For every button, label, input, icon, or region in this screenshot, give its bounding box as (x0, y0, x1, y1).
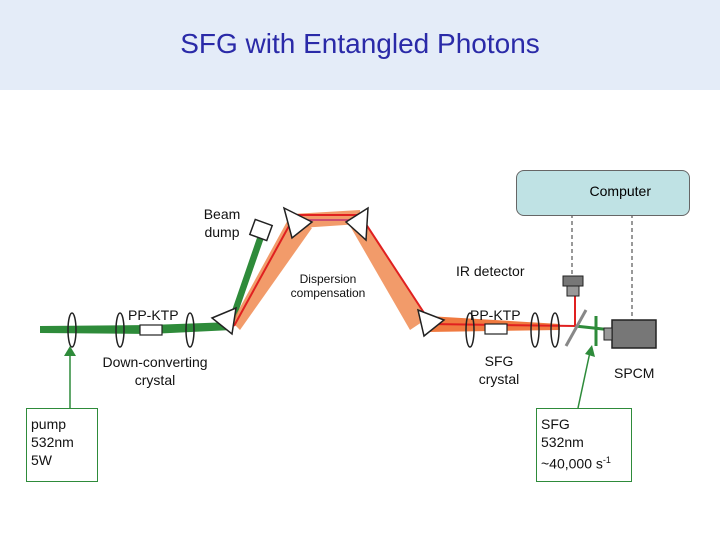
sfg-arrow-head (585, 345, 595, 357)
lens-sfg-1 (465, 312, 475, 348)
lens-pump-2 (115, 312, 125, 348)
ir-detector (562, 275, 584, 287)
page-title: SFG with Entangled Photons (180, 28, 540, 59)
dispersion-label: Dispersion compensation (290, 272, 366, 300)
lens-pump-1 (67, 312, 77, 348)
lens-pump-3 (185, 312, 195, 348)
prism-right-bottom (416, 308, 446, 338)
sfg-info-box: SFG 532nm ~40,000 s-1 (536, 408, 632, 482)
lens-sfg-2 (530, 312, 540, 348)
ppktp-right-label: PP-KTP (470, 307, 521, 323)
lens-sfg-3 (550, 312, 560, 348)
sfg-rate: ~40,000 s-1 (541, 455, 611, 472)
beam-dump (248, 218, 274, 242)
spcm-nose (603, 327, 613, 341)
pump-arrow-head (64, 346, 76, 356)
pump-beam (40, 322, 232, 334)
sfg-crystal-label: SFG crystal (478, 353, 520, 387)
prism-top-right (344, 206, 369, 242)
sfg-arrow (577, 351, 591, 409)
computer-box: Computer (516, 170, 690, 216)
computer-label: Computer (589, 183, 651, 199)
ppktp-crystal-right (484, 323, 508, 335)
pump-info-box: pump 532nm 5W (26, 408, 98, 482)
dichroic-mirror (564, 309, 588, 347)
ir-detector-label: IR detector (456, 263, 525, 279)
spcm-body (611, 319, 657, 349)
title-bar (0, 0, 720, 90)
down-converting-label: Down-converting crystal (102, 354, 208, 388)
spcm-label: SPCM (614, 365, 655, 381)
ir-detector-base (566, 285, 580, 297)
ir-line-1 (233, 214, 296, 327)
beam-dump-label: Beam dump (203, 206, 241, 240)
residual-pump-beam (228, 232, 265, 324)
ppktp-crystal-left (139, 324, 163, 336)
prism-top-left (282, 206, 314, 240)
ir-beam-fan-left (232, 216, 312, 330)
ir-line-3 (359, 214, 431, 323)
prism-left-bottom (210, 306, 237, 336)
ppktp-left-label: PP-KTP (128, 307, 179, 323)
ir-beam-fan-right (350, 212, 428, 330)
